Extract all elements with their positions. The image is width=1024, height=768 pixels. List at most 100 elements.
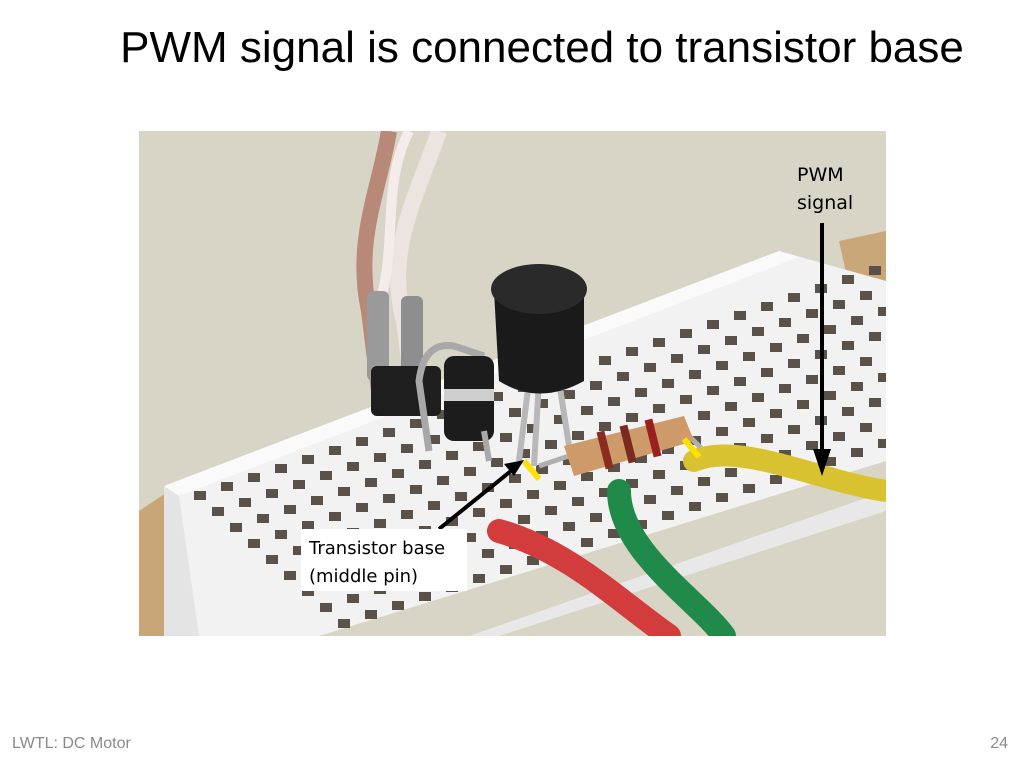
breadboard-hole bbox=[356, 503, 368, 512]
breadboard-hole bbox=[770, 475, 782, 484]
breadboard-hole bbox=[428, 501, 440, 510]
breadboard-hole bbox=[752, 393, 764, 402]
breadboard-hole bbox=[392, 601, 404, 610]
breadboard-hole bbox=[518, 515, 530, 524]
breadboard-hole bbox=[599, 488, 611, 497]
breadboard-photo: PWM signal Transistor base (middle pin) bbox=[139, 131, 886, 636]
breadboard-hole bbox=[356, 437, 368, 446]
breadboard-hole bbox=[824, 325, 836, 334]
breadboard-hole bbox=[608, 397, 620, 406]
breadboard-hole bbox=[761, 368, 773, 377]
breadboard-hole bbox=[554, 415, 566, 424]
breadboard-hole bbox=[725, 336, 737, 345]
breadboard-hole bbox=[716, 361, 728, 370]
breadboard-hole bbox=[383, 428, 395, 437]
breadboard-hole bbox=[707, 320, 719, 329]
footer-course-label: LWTL: DC Motor bbox=[12, 735, 131, 752]
breadboard-hole bbox=[212, 507, 224, 516]
breadboard-hole bbox=[284, 505, 296, 514]
breadboard-hole bbox=[851, 316, 863, 325]
breadboard-hole bbox=[608, 463, 620, 472]
breadboard-hole bbox=[824, 457, 836, 466]
twisted-wire-pair bbox=[356, 131, 447, 416]
breadboard-hole bbox=[509, 408, 521, 417]
breadboard-hole bbox=[698, 477, 710, 486]
breadboard-hole bbox=[320, 603, 332, 612]
breadboard-hole bbox=[572, 431, 584, 440]
breadboard-hole bbox=[743, 484, 755, 493]
breadboard-hole bbox=[806, 375, 818, 384]
breadboard-hole bbox=[248, 473, 260, 482]
breadboard-hole bbox=[797, 334, 809, 343]
breadboard-hole bbox=[509, 474, 521, 483]
breadboard-hole bbox=[329, 512, 341, 521]
breadboard-hole bbox=[419, 592, 431, 601]
breadboard-hole bbox=[338, 487, 350, 496]
breadboard-hole bbox=[473, 442, 485, 451]
breadboard-hole bbox=[626, 413, 638, 422]
breadboard-hole bbox=[590, 513, 602, 522]
breadboard-hole bbox=[878, 373, 886, 382]
breadboard-hole bbox=[671, 486, 683, 495]
breadboard-hole bbox=[770, 343, 782, 352]
diode bbox=[415, 341, 494, 462]
breadboard-hole bbox=[860, 357, 872, 366]
breadboard-hole bbox=[635, 520, 647, 529]
breadboard-hole bbox=[743, 352, 755, 361]
breadboard-hole bbox=[734, 311, 746, 320]
breadboard-hole bbox=[581, 406, 593, 415]
breadboard-hole bbox=[302, 587, 314, 596]
breadboard-hole bbox=[320, 471, 332, 480]
breadboard-hole bbox=[527, 424, 539, 433]
breadboard-hole bbox=[689, 370, 701, 379]
breadboard-hole bbox=[779, 384, 791, 393]
breadboard-hole bbox=[698, 345, 710, 354]
breadboard-hole bbox=[734, 377, 746, 386]
breadboard-hole bbox=[230, 523, 242, 532]
resistor bbox=[538, 416, 706, 476]
breadboard-hole bbox=[419, 460, 431, 469]
breadboard-hole bbox=[347, 594, 359, 603]
breadboard-hole bbox=[266, 555, 278, 564]
breadboard-hole bbox=[455, 492, 467, 501]
breadboard-hole bbox=[860, 291, 872, 300]
breadboard-hole bbox=[491, 458, 503, 467]
breadboard-hole bbox=[878, 439, 886, 448]
breadboard-hole bbox=[275, 530, 287, 539]
breadboard-hole bbox=[437, 476, 449, 485]
breadboard-hole bbox=[761, 434, 773, 443]
base-callout-box bbox=[301, 529, 467, 591]
breadboard-hole bbox=[788, 293, 800, 302]
breadboard-hole bbox=[869, 266, 881, 275]
breadboard-hole bbox=[581, 538, 593, 547]
breadboard-hole bbox=[716, 493, 728, 502]
breadboard-hole bbox=[239, 498, 251, 507]
breadboard-hole bbox=[824, 391, 836, 400]
breadboard-hole bbox=[842, 275, 854, 284]
breadboard-hole bbox=[833, 366, 845, 375]
breadboard-hole bbox=[545, 506, 557, 515]
breadboard-hole bbox=[410, 419, 422, 428]
breadboard-hole bbox=[518, 449, 530, 458]
breadboard-hole bbox=[221, 482, 233, 491]
slide-title: PWM signal is connected to transistor ba… bbox=[120, 23, 964, 72]
breadboard-hole bbox=[662, 379, 674, 388]
breadboard-hole bbox=[365, 610, 377, 619]
breadboard-hole bbox=[536, 399, 548, 408]
breadboard-hole bbox=[779, 318, 791, 327]
breadboard-hole bbox=[788, 425, 800, 434]
breadboard-hole bbox=[527, 556, 539, 565]
breadboard-hole bbox=[707, 386, 719, 395]
breadboard-hole bbox=[383, 494, 395, 503]
breadboard-hole bbox=[311, 496, 323, 505]
breadboard-hole bbox=[365, 478, 377, 487]
breadboard-hole bbox=[374, 519, 386, 528]
breadboard-hole bbox=[878, 307, 886, 316]
breadboard-hole bbox=[806, 441, 818, 450]
breadboard-hole bbox=[410, 485, 422, 494]
breadboard-hole bbox=[716, 427, 728, 436]
breadboard-hole bbox=[671, 354, 683, 363]
breadboard-hole bbox=[662, 511, 674, 520]
breadboard-hole bbox=[653, 404, 665, 413]
breadboard-hole bbox=[473, 508, 485, 517]
